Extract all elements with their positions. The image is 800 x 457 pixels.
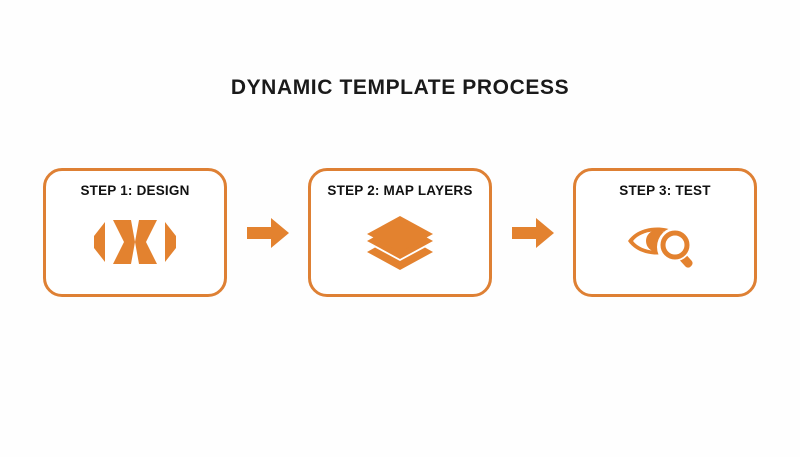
step-3-label: STEP 3: TEST — [619, 183, 711, 198]
design-bowtie-icon — [91, 213, 179, 271]
step-card-2[interactable]: STEP 2: MAP LAYERS — [308, 168, 492, 297]
step-card-3[interactable]: STEP 3: TEST — [573, 168, 757, 297]
arrow-right-icon-1 — [246, 213, 290, 253]
step-2-label: STEP 2: MAP LAYERS — [327, 183, 473, 198]
step-card-1[interactable]: STEP 1: DESIGN — [43, 168, 227, 297]
step-1-label: STEP 1: DESIGN — [80, 183, 190, 198]
map-layers-icon — [356, 213, 444, 271]
eye-magnifier-icon — [621, 213, 709, 271]
arrow-right-icon-2 — [511, 213, 555, 253]
process-flow: STEP 1: DESIGN — [43, 168, 757, 297]
page-title: DYNAMIC TEMPLATE PROCESS — [230, 76, 570, 99]
